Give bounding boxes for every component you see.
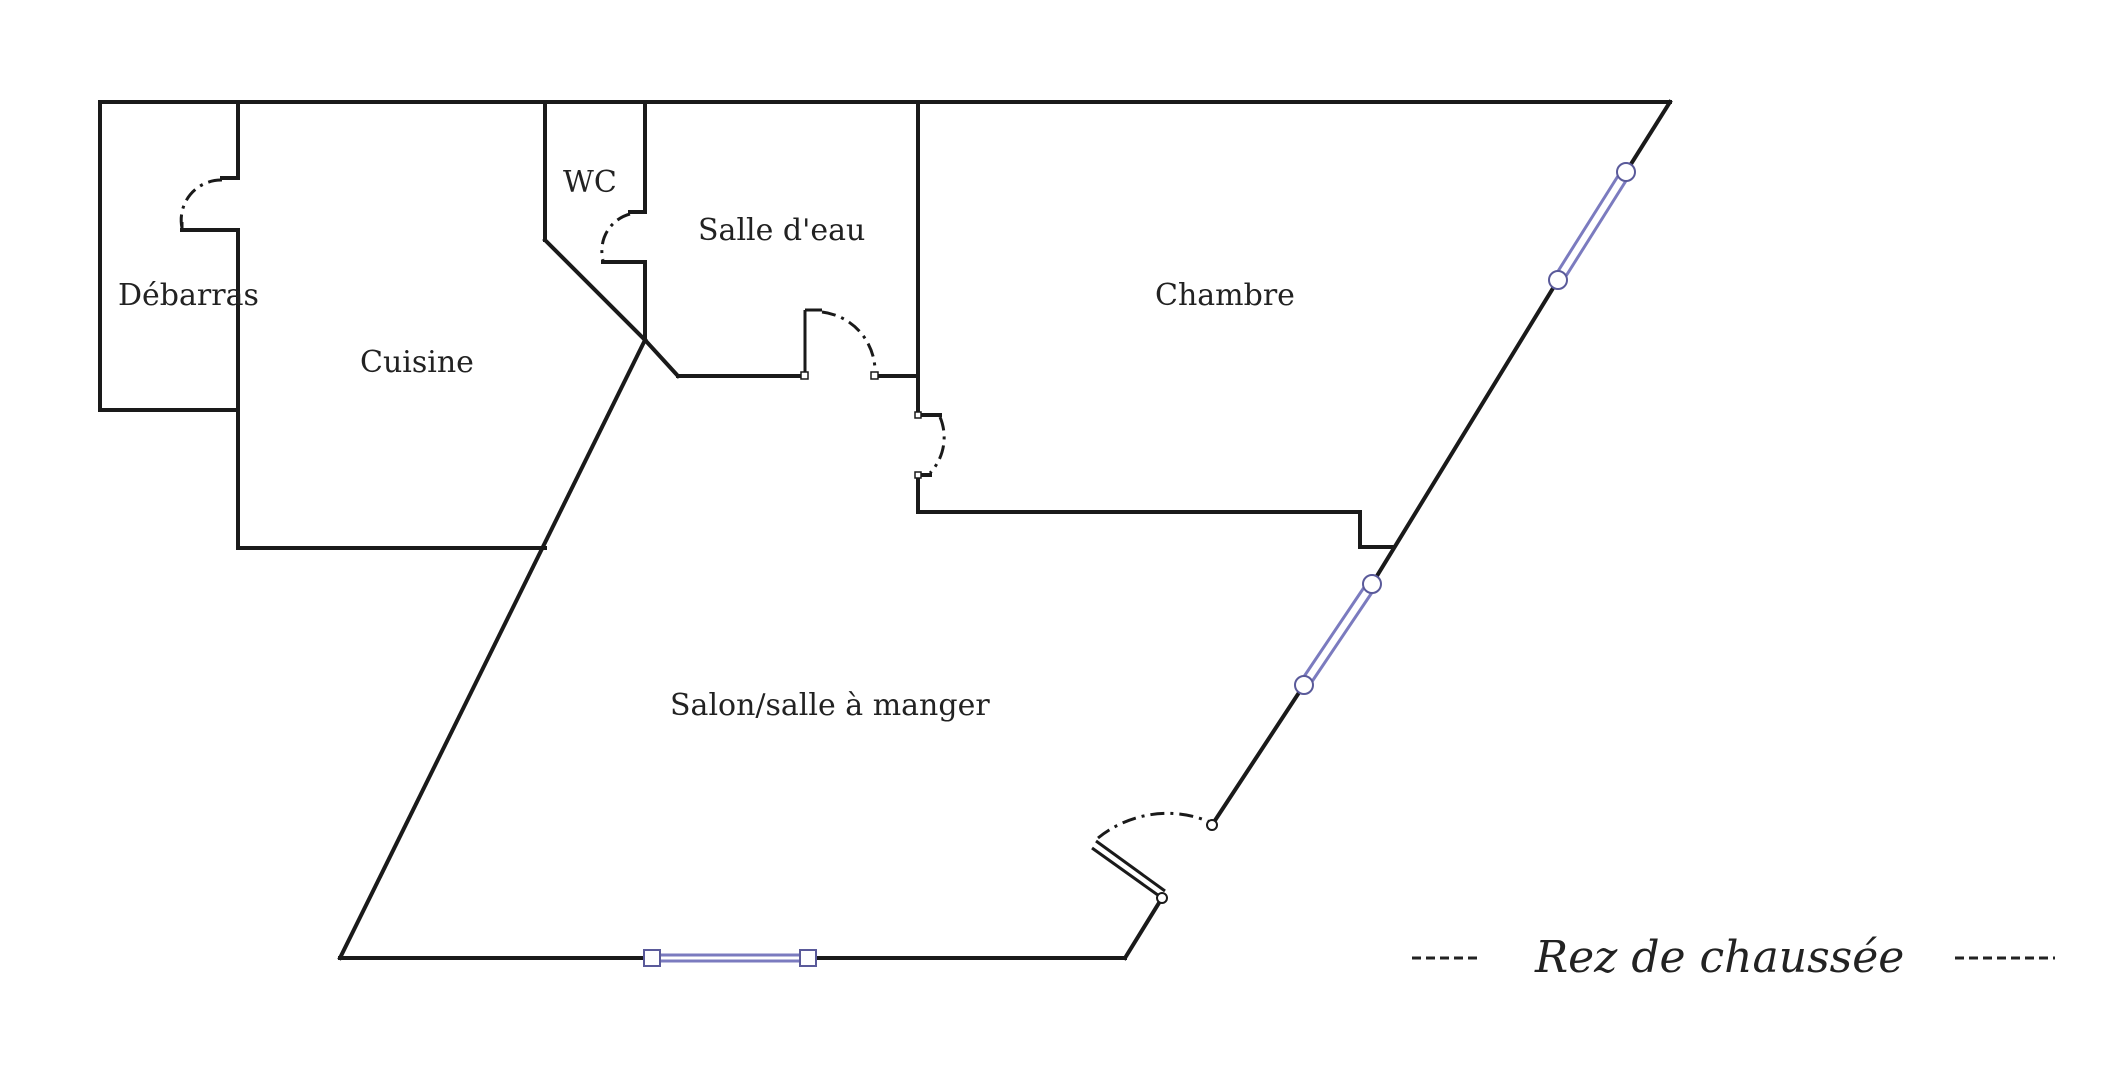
outer-walls (98, 99, 1673, 961)
room-label-cuisine: Cuisine (360, 345, 474, 380)
window-right-upper-line-b (1559, 175, 1631, 285)
door-entrance (1091, 811, 1218, 904)
door-wc (600, 212, 631, 261)
wall-wc-diagonal (542, 237, 648, 343)
room-label-salon: Salon/salle à manger (670, 688, 990, 723)
door-chambre (914, 411, 946, 479)
door-debarras-swing (179, 178, 223, 229)
door-salle-eau-swing (821, 310, 877, 375)
wall-right-2 (1369, 277, 1561, 587)
window-right-lower-line-a (1299, 579, 1371, 682)
window-right-lower-line-b (1305, 587, 1377, 690)
window-right-lower-node-b (1362, 574, 1382, 594)
door-salle-eau-hinge-a (800, 371, 809, 380)
wall-spur (642, 337, 681, 379)
wall-right-3 (1623, 99, 1673, 175)
window-right-lower-node-a (1294, 675, 1314, 695)
door-wc-swing (600, 212, 631, 261)
door-salle-eau-hinge-b (870, 371, 879, 380)
room-label-debarras: Débarras (118, 278, 259, 313)
window-right-lower (1294, 574, 1382, 695)
window-right-upper-node-b (1616, 162, 1636, 182)
door-entrance-leaf-inner (1095, 839, 1166, 893)
doors (179, 178, 1218, 904)
window-right-upper-line-a (1553, 167, 1625, 277)
door-entrance-leaf-outer (1091, 846, 1163, 900)
door-chambre-hinge-a (914, 411, 922, 419)
door-chambre-hinge-b (914, 471, 922, 479)
wall-right-1 (1209, 682, 1307, 828)
window-right-upper (1548, 162, 1636, 290)
door-entrance-hinge (1156, 892, 1168, 904)
window-bottom (643, 949, 817, 967)
door-chambre-swing (928, 416, 946, 475)
window-bottom-node-a (643, 949, 661, 967)
door-debarras (179, 178, 223, 230)
window-bottom-node-b (799, 949, 817, 967)
door-entrance-latch (1206, 819, 1218, 831)
room-labels: Débarras Cuisine WC Salle d'eau Chambre … (118, 165, 1295, 723)
plan-caption: Rez de chaussée (1412, 932, 2055, 983)
windows (643, 162, 1636, 967)
wall-entrance-low (1122, 895, 1165, 961)
window-right-upper-node-a (1548, 270, 1568, 290)
door-salle-eau (800, 308, 879, 380)
room-label-chambre: Chambre (1155, 278, 1295, 313)
room-label-wc: WC (563, 165, 617, 200)
door-entrance-swing (1097, 811, 1211, 840)
wall-salon-diagonal-left (337, 337, 648, 961)
room-label-salle-eau: Salle d'eau (698, 213, 865, 248)
interior-walls (180, 100, 1395, 549)
caption-text: Rez de chaussée (1534, 932, 1904, 983)
